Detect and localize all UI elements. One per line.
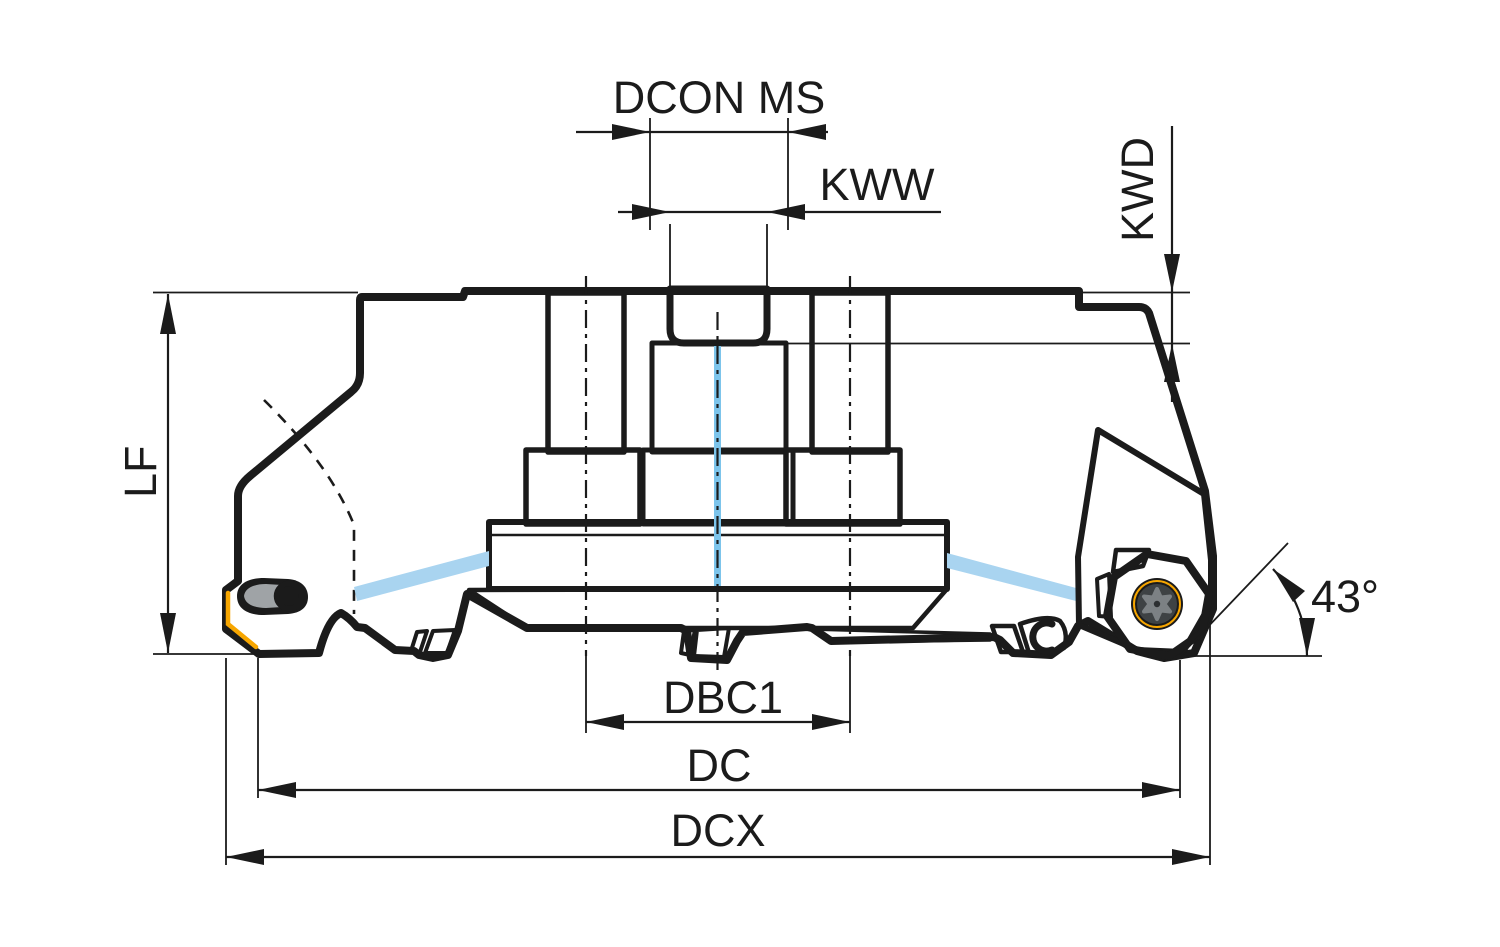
dimension-dbc1: DBC1: [585, 656, 851, 733]
arc-arrowhead-top: [1273, 569, 1305, 602]
extension-lines: [585, 656, 851, 733]
dimension-dcx: DCX: [225, 622, 1211, 865]
bottom-insert-left: [409, 628, 457, 655]
extension-lines: [669, 224, 768, 290]
arrowhead-bottom: [1164, 344, 1180, 382]
extension-lines: [772, 291, 1190, 345]
dim-label-kwd: KWD: [1112, 137, 1163, 242]
clamp-pin-head: [273, 580, 305, 612]
octagonal-insert: [1103, 550, 1213, 660]
dimension-lead-angle: 43°: [1180, 542, 1379, 657]
left-insert-edge: [225, 590, 259, 650]
internal-dashed-contour: [263, 399, 356, 614]
arrowhead-left: [258, 782, 296, 798]
insert-tip: [423, 628, 457, 655]
dimension-lf: LF: [115, 291, 358, 655]
dimension-annotations: DCON MS KWW KWD LF: [115, 72, 1379, 865]
arrowhead-left: [226, 849, 264, 865]
angle-flank-line: [1180, 542, 1289, 656]
arrowhead-left: [586, 714, 624, 730]
arrowhead-right: [812, 714, 850, 730]
coolant-channel-right: [947, 553, 1076, 601]
arrowhead-right: [1142, 782, 1180, 798]
arrowhead-left: [632, 204, 670, 220]
insert-shim: [679, 628, 697, 657]
dim-label-lf: LF: [115, 445, 166, 498]
torx-center: [1153, 600, 1161, 608]
coolant-channel-left: [354, 551, 489, 601]
dimension-kww: KWW: [618, 159, 941, 290]
arrowhead-left: [612, 124, 650, 140]
extension-lines: [257, 658, 1181, 798]
keyway-slot: [666, 285, 771, 347]
insert-bore-ring: [1133, 580, 1181, 628]
insert-tip: [692, 626, 731, 659]
dim-label-angle: 43°: [1311, 571, 1379, 622]
dimension-kwd: KWD: [772, 126, 1190, 402]
right-insert-pocket: [1075, 427, 1214, 660]
insert-torx-screw: [1131, 578, 1183, 630]
hub-face: [466, 586, 950, 631]
insert-tip: [989, 623, 1026, 655]
cutter-body: [222, 276, 1217, 672]
hub-bottom-land: [808, 627, 992, 644]
arrowhead-right: [767, 204, 805, 220]
extension-lines: [153, 291, 358, 655]
body-silhouette: [222, 287, 1217, 664]
dim-label-dc: DC: [687, 740, 752, 791]
arrowhead-right: [1172, 849, 1210, 865]
left-clamp-pin: [237, 578, 308, 615]
clamp-pin-wedge: [244, 584, 282, 608]
dim-label-kww: KWW: [820, 159, 935, 210]
dimension-dcon-ms: DCON MS: [576, 72, 828, 230]
arrowhead-top: [160, 294, 176, 334]
dim-label-dcon-ms: DCON MS: [613, 72, 826, 123]
dim-label-dcx: DCX: [670, 805, 765, 856]
right-screw-boss: [783, 447, 903, 527]
insert-shim: [409, 629, 429, 654]
left-screw-boss: [523, 447, 643, 527]
pocket-clamp-tab-top: [1110, 547, 1152, 575]
dim-label-dbc1: DBC1: [663, 672, 783, 723]
bottom-insert-right: [989, 615, 1069, 657]
extension-lines: [649, 118, 789, 230]
arrowhead-bottom: [160, 613, 176, 653]
dimension-dc: DC: [257, 658, 1181, 798]
clamp-screw-arc: [1029, 619, 1056, 655]
extension-lines: [225, 622, 1211, 865]
arc-arrowhead-bottom: [1299, 618, 1315, 656]
arrowhead-right: [788, 124, 826, 140]
arrowhead-top: [1164, 254, 1180, 292]
